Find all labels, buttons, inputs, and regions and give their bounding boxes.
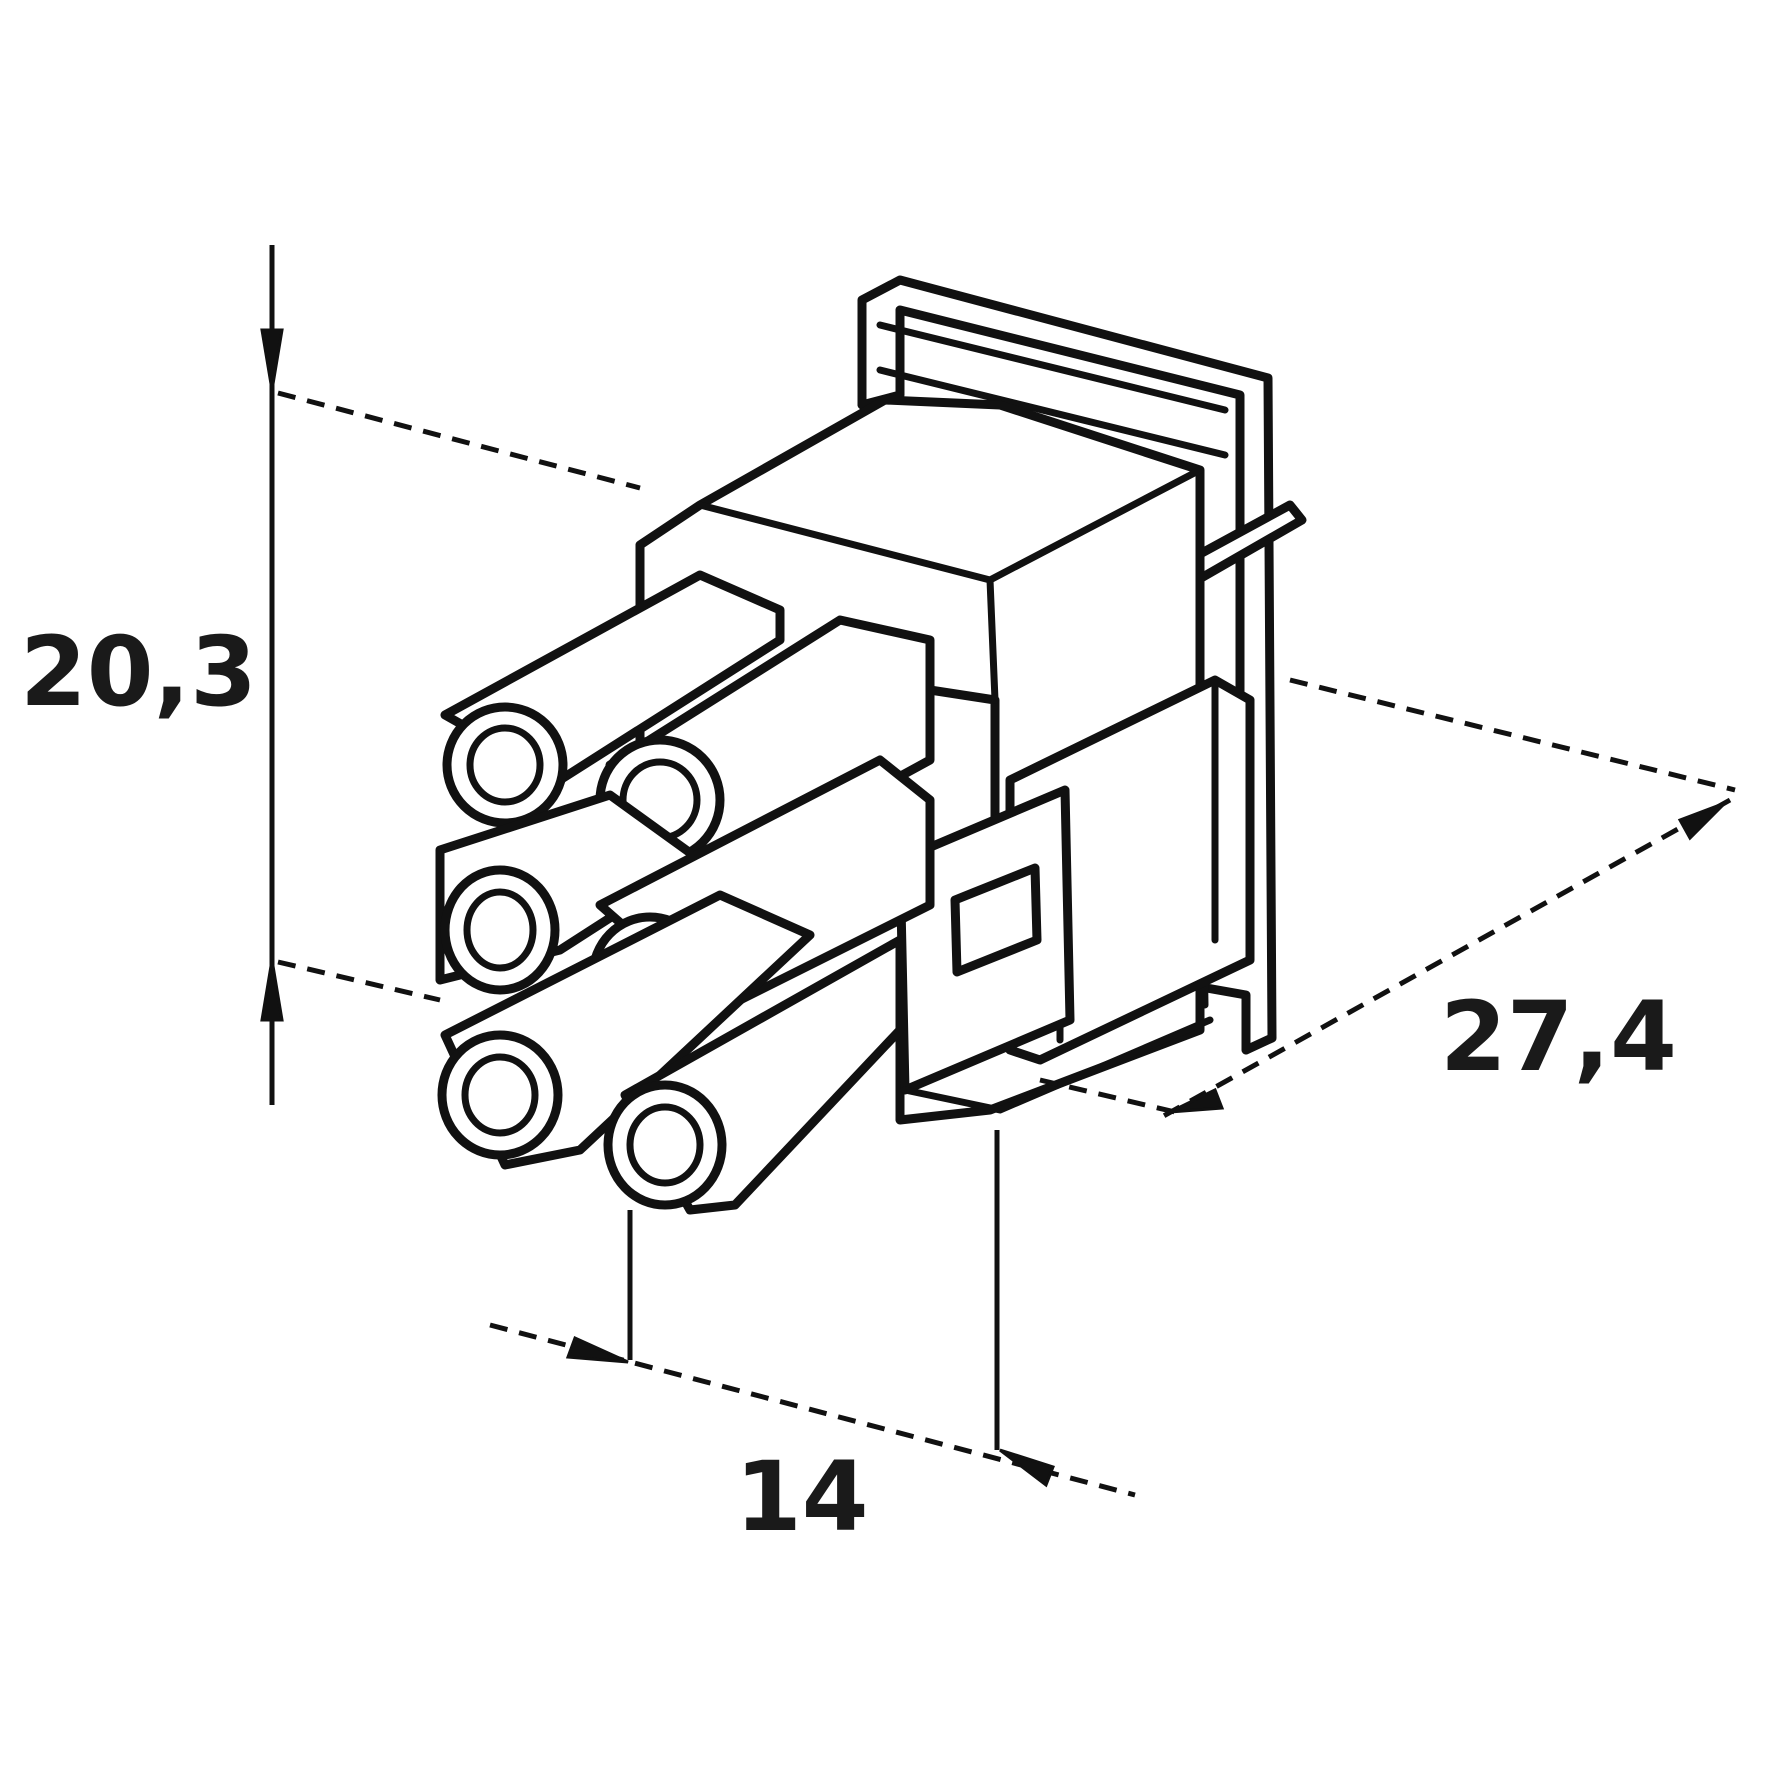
depth-value: 27,4 <box>1440 981 1677 1093</box>
locking-tab-window <box>950 863 1042 977</box>
terminal-cavities <box>435 570 935 1215</box>
cavity-bottom-left <box>437 890 815 1170</box>
cavity-middle-left <box>435 790 705 995</box>
height-extension-top <box>277 390 641 491</box>
connector-housing <box>635 275 1307 1125</box>
width-arrow-left <box>565 1335 629 1364</box>
height-extension-bottom <box>277 959 441 1003</box>
width-dimension: 14 <box>489 1130 1136 1553</box>
width-arrow-right <box>999 1448 1055 1488</box>
tab-base <box>901 1016 1214 1114</box>
height-arrow-top <box>260 328 284 391</box>
body-top-ridge <box>696 466 1204 704</box>
height-dimension: 20,3 <box>20 245 641 1105</box>
depth-extension-top <box>1289 677 1736 793</box>
depth-dimension: 27,4 <box>1039 677 1736 1121</box>
depth-arrow-bottom <box>1169 1087 1225 1114</box>
height-value: 20,3 <box>20 616 257 728</box>
depth-dimension-line <box>1158 797 1732 1121</box>
depth-arrow-top <box>1677 801 1727 841</box>
height-arrow-bottom <box>260 959 284 1022</box>
cavity-top-left <box>440 570 785 828</box>
depth-extension-bottom <box>1039 1077 1176 1115</box>
cavity-bottom-right <box>603 935 905 1215</box>
width-value: 14 <box>735 1441 869 1553</box>
